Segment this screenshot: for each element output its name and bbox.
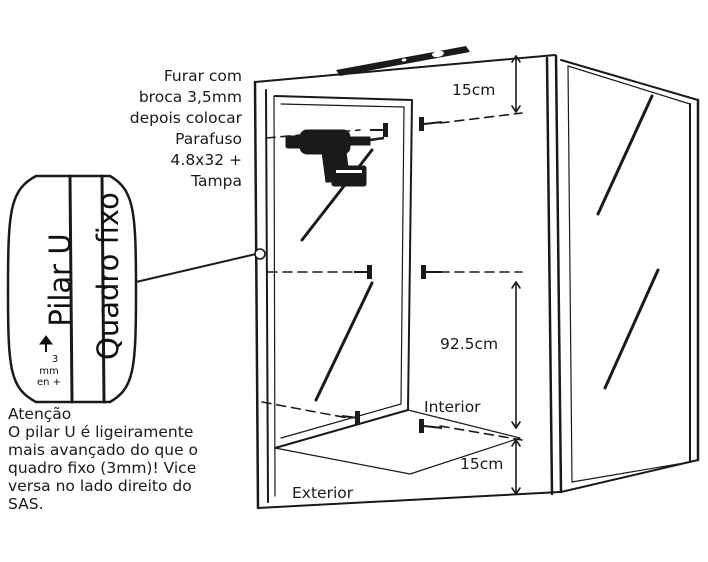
detail-pilar-label: Pilar U: [43, 233, 77, 327]
right-panel-inner-bottom: [571, 461, 691, 483]
measure-top: 15cm: [452, 81, 496, 99]
warning-line: SAS.: [8, 495, 44, 513]
detail-divider-1: [68, 174, 74, 404]
instruction-line: Furar com: [163, 67, 242, 85]
instruction-line: broca 3,5mm: [138, 88, 242, 106]
enclosure-bottom-edge: [257, 491, 561, 509]
screw-icon: [341, 117, 443, 433]
callout-point: [254, 248, 266, 260]
instruction-line: Parafuso: [175, 130, 242, 148]
warning-line: quadro fixo (3mm)! Vice: [8, 459, 197, 477]
detail-offset-unit: mm: [39, 366, 59, 377]
detail-divider-2: [100, 174, 106, 404]
screw-line-bot-left: [261, 401, 349, 419]
label-interior: Interior: [424, 398, 481, 416]
instruction-line: Tampa: [191, 172, 242, 190]
enclosure-top-edge: [254, 54, 556, 83]
drill-instructions: Furar com broca 3,5mm depois colocar Par…: [120, 66, 242, 192]
spirit-level-icon: [336, 46, 470, 76]
corner-post-right: [554, 54, 563, 494]
detail-offset-note: en +: [36, 377, 62, 388]
label-exterior: Exterior: [292, 484, 354, 502]
warning-line: Atenção: [8, 405, 72, 423]
glass-reflection-3: [596, 94, 654, 216]
callout-leader: [135, 253, 257, 283]
warning-line: O pilar U é ligeiramente: [8, 423, 194, 441]
measure-bottom: 15cm: [460, 455, 504, 473]
left-frame-inner-2: [273, 95, 276, 497]
right-panel-bottom: [560, 459, 699, 493]
glass-reflection-4: [603, 268, 660, 390]
warning-note: Atenção O pilar U é ligeiramente mais av…: [8, 405, 248, 513]
drill-icon: [285, 129, 385, 187]
detail-offset-value: 3: [51, 354, 59, 365]
back-panel-bottom: [274, 409, 521, 475]
right-panel-top: [560, 59, 699, 101]
screw-line-top-right: [439, 112, 523, 124]
left-frame-outer: [253, 80, 260, 510]
instruction-line: depois colocar: [129, 109, 242, 127]
left-frame-inner: [265, 89, 269, 503]
detail-callout: [6, 174, 138, 404]
right-panel-inner-top: [567, 65, 691, 105]
glass-reflection-1: [300, 148, 374, 242]
arrow-left-icon: [39, 335, 53, 352]
screw-line-bot-right: [439, 425, 523, 441]
right-panel-inner-left: [567, 65, 573, 483]
measure-middle: 92.5cm: [440, 335, 499, 353]
glass-reflection-2: [314, 281, 374, 402]
detail-quadro-label: Quadro fixo: [91, 192, 125, 360]
warning-line: mais avançado do que o: [8, 441, 199, 459]
door-panel-inner: [280, 103, 405, 439]
corner-post-left: [545, 56, 554, 496]
warning-line: versa no lado direito do: [8, 477, 192, 495]
instruction-line: 4.8x32 +: [170, 151, 242, 169]
